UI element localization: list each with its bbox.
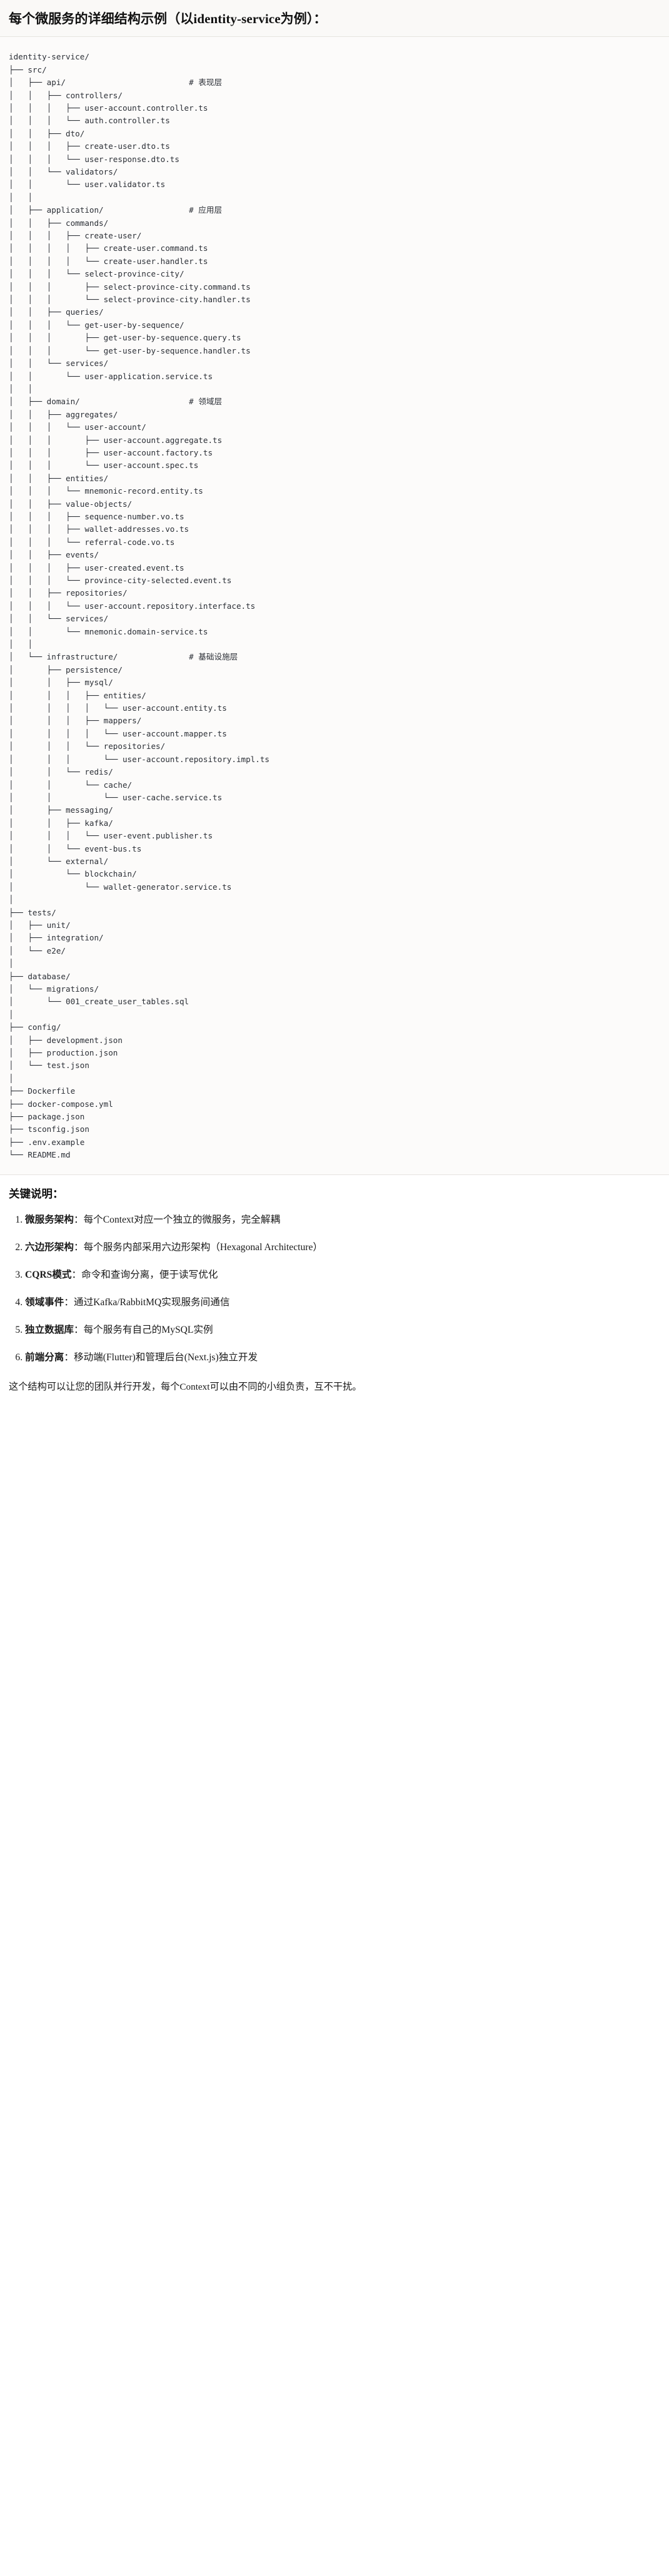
key-notes-list: 微服务架构：每个Context对应一个独立的微服务，完全解耦 六边形架构：每个服… (9, 1213, 660, 1366)
page-title: 每个微服务的详细结构示例（以identity-service为例）： (9, 11, 327, 26)
directory-tree-block: identity-service/ ├── src/ │ ├── api/ # … (0, 37, 669, 1175)
note-desc: ：每个Context对应一个独立的微服务，完全解耦 (73, 1214, 281, 1226)
note-term: 独立数据库 (25, 1324, 74, 1335)
closing-statement: 这个结构可以让您的团队并行开发，每个Context可以由不同的小组负责，互不干扰… (9, 1381, 362, 1392)
note-term: CQRS模式 (25, 1270, 72, 1281)
note-desc: ：移动端(Flutter)和管理后台(Next.js)独立开发 (64, 1352, 258, 1363)
note-term: 六边形架构 (25, 1242, 74, 1253)
document-header: 每个微服务的详细结构示例（以identity-service为例）： (0, 0, 669, 38)
key-notes-heading: 关键说明： (9, 1187, 64, 1200)
note-desc: ：通过Kafka/RabbitMQ实现服务间通信 (64, 1297, 230, 1308)
note-desc: ：命令和查询分离，便于读写优化 (71, 1270, 218, 1281)
list-item: 独立数据库：每个服务有自己的MySQL实例 (25, 1323, 660, 1338)
note-term: 微服务架构 (25, 1214, 74, 1226)
list-item: 微服务架构：每个Context对应一个独立的微服务，完全解耦 (25, 1213, 660, 1228)
list-item: CQRS模式：命令和查询分离，便于读写优化 (25, 1268, 660, 1283)
note-term: 领域事件 (25, 1297, 64, 1308)
list-item: 领域事件：通过Kafka/RabbitMQ实现服务间通信 (25, 1295, 660, 1311)
list-item: 前端分离：移动端(Flutter)和管理后台(Next.js)独立开发 (25, 1350, 660, 1366)
note-term: 前端分离 (25, 1352, 64, 1363)
list-item: 六边形架构：每个服务内部采用六边形架构（Hexagonal Architectu… (25, 1240, 660, 1256)
note-desc: ：每个服务内部采用六边形架构（Hexagonal Architecture） (73, 1242, 323, 1253)
key-notes-section: 关键说明： 微服务架构：每个Context对应一个独立的微服务，完全解耦 六边形… (0, 1174, 669, 1409)
note-desc: ：每个服务有自己的MySQL实例 (73, 1324, 213, 1335)
directory-tree: identity-service/ ├── src/ │ ├── api/ # … (9, 52, 270, 1160)
